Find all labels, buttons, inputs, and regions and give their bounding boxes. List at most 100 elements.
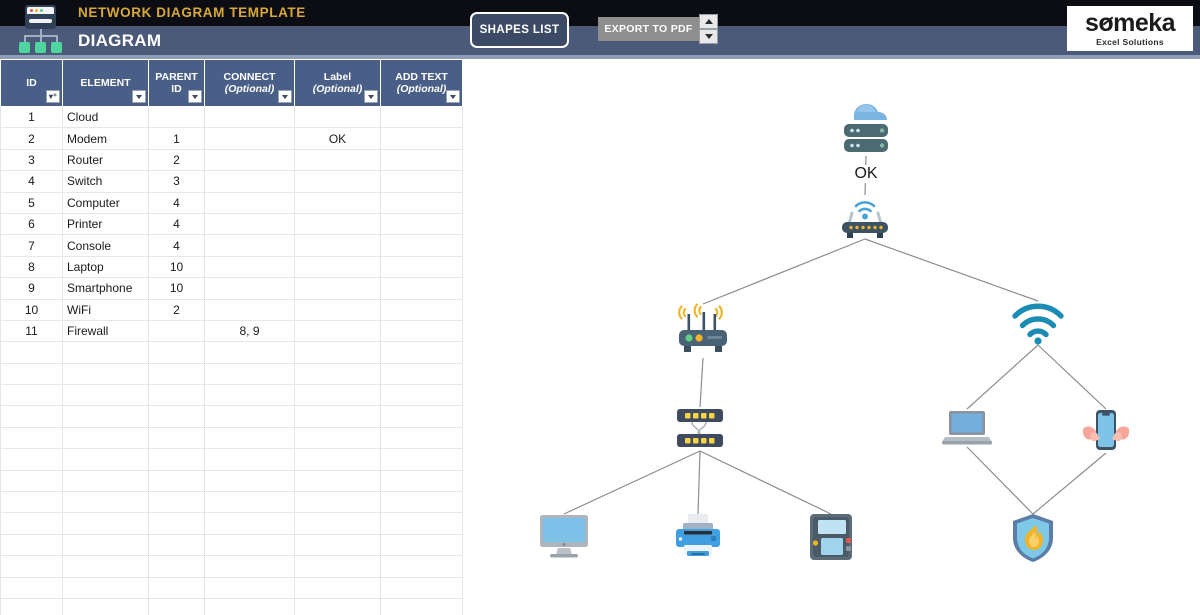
- cell-parent-id[interactable]: 4: [148, 212, 205, 236]
- diagram-canvas[interactable]: OK: [464, 59, 1200, 615]
- cell-empty[interactable]: [294, 576, 381, 599]
- cell-label[interactable]: [294, 234, 381, 257]
- cell-empty[interactable]: [148, 362, 205, 386]
- column-header-label[interactable]: Label (Optional): [294, 59, 381, 107]
- cell-parent-id[interactable]: 4: [148, 191, 205, 214]
- cell-id[interactable]: 8: [0, 255, 63, 279]
- cell-label[interactable]: [294, 277, 381, 300]
- cell-empty[interactable]: [380, 597, 463, 615]
- cell-empty[interactable]: [0, 533, 63, 557]
- cell-add-text[interactable]: [380, 212, 463, 236]
- export-to-pdf-button[interactable]: EXPORT TO PDF: [598, 17, 699, 41]
- table-row-empty[interactable]: [0, 341, 463, 364]
- cell-add-text[interactable]: [380, 255, 463, 279]
- cell-add-text[interactable]: [380, 191, 463, 214]
- cell-add-text[interactable]: [380, 234, 463, 257]
- cell-empty[interactable]: [204, 426, 295, 450]
- cell-empty[interactable]: [294, 491, 381, 514]
- column-header-id[interactable]: ID ▾⁺: [0, 59, 63, 107]
- diagram-node-console[interactable]: [807, 512, 855, 567]
- cell-empty[interactable]: [294, 362, 381, 386]
- cell-connect[interactable]: [204, 277, 295, 300]
- cell-label[interactable]: [294, 212, 381, 236]
- cell-add-text[interactable]: [380, 277, 463, 300]
- cell-empty[interactable]: [0, 597, 63, 615]
- cell-empty[interactable]: [380, 491, 463, 514]
- cell-id[interactable]: 9: [0, 277, 63, 300]
- cell-label[interactable]: [294, 170, 381, 193]
- diagram-node-smartphone[interactable]: [1077, 407, 1135, 460]
- cell-empty[interactable]: [380, 384, 463, 407]
- cell-element[interactable]: Smartphone: [62, 277, 149, 300]
- cell-connect[interactable]: [204, 148, 295, 172]
- cell-empty[interactable]: [204, 576, 295, 599]
- cell-empty[interactable]: [380, 533, 463, 557]
- cell-empty[interactable]: [62, 555, 149, 578]
- table-row-empty[interactable]: [0, 555, 463, 578]
- column-header-add-text[interactable]: ADD TEXT (Optional): [380, 59, 463, 107]
- cell-element[interactable]: Console: [62, 234, 149, 257]
- cell-empty[interactable]: [148, 576, 205, 599]
- cell-add-text[interactable]: [380, 319, 463, 343]
- diagram-node-switch[interactable]: [672, 405, 728, 458]
- cell-label[interactable]: [294, 298, 381, 321]
- cell-empty[interactable]: [0, 469, 63, 493]
- diagram-node-firewall[interactable]: [1009, 512, 1057, 569]
- diagram-node-cloud[interactable]: [837, 96, 895, 163]
- cell-parent-id[interactable]: 10: [148, 255, 205, 279]
- table-row-empty[interactable]: [0, 576, 463, 599]
- cell-empty[interactable]: [62, 512, 149, 535]
- cell-empty[interactable]: [148, 533, 205, 557]
- cell-id[interactable]: 4: [0, 170, 63, 193]
- cell-label[interactable]: [294, 319, 381, 343]
- cell-label[interactable]: [294, 148, 381, 172]
- cell-empty[interactable]: [204, 405, 295, 428]
- cell-empty[interactable]: [148, 384, 205, 407]
- cell-add-text[interactable]: [380, 148, 463, 172]
- spinner-down-button[interactable]: [699, 29, 718, 44]
- cell-id[interactable]: 11: [0, 319, 63, 343]
- cell-element[interactable]: Cloud: [62, 105, 149, 129]
- cell-element[interactable]: Modem: [62, 127, 149, 150]
- cell-empty[interactable]: [0, 405, 63, 428]
- cell-connect[interactable]: [204, 234, 295, 257]
- cell-empty[interactable]: [380, 341, 463, 364]
- cell-empty[interactable]: [294, 384, 381, 407]
- cell-parent-id[interactable]: 10: [148, 277, 205, 300]
- cell-label[interactable]: [294, 105, 381, 129]
- cell-empty[interactable]: [294, 405, 381, 428]
- cell-empty[interactable]: [62, 576, 149, 599]
- cell-parent-id[interactable]: 2: [148, 298, 205, 321]
- cell-empty[interactable]: [204, 362, 295, 386]
- cell-empty[interactable]: [0, 555, 63, 578]
- cell-empty[interactable]: [380, 362, 463, 386]
- cell-connect[interactable]: [204, 127, 295, 150]
- cell-parent-id[interactable]: 4: [148, 234, 205, 257]
- cell-empty[interactable]: [380, 555, 463, 578]
- cell-empty[interactable]: [148, 597, 205, 615]
- cell-empty[interactable]: [0, 491, 63, 514]
- cell-empty[interactable]: [204, 597, 295, 615]
- cell-connect[interactable]: [204, 191, 295, 214]
- cell-empty[interactable]: [148, 512, 205, 535]
- table-row-empty[interactable]: [0, 512, 463, 535]
- cell-connect[interactable]: [204, 255, 295, 279]
- cell-empty[interactable]: [294, 448, 381, 471]
- chevron-down-icon[interactable]: [278, 90, 292, 103]
- cell-element[interactable]: Computer: [62, 191, 149, 214]
- cell-empty[interactable]: [204, 469, 295, 493]
- table-row-empty[interactable]: [0, 469, 463, 493]
- cell-empty[interactable]: [0, 576, 63, 599]
- cell-empty[interactable]: [62, 405, 149, 428]
- cell-empty[interactable]: [148, 448, 205, 471]
- cell-empty[interactable]: [294, 533, 381, 557]
